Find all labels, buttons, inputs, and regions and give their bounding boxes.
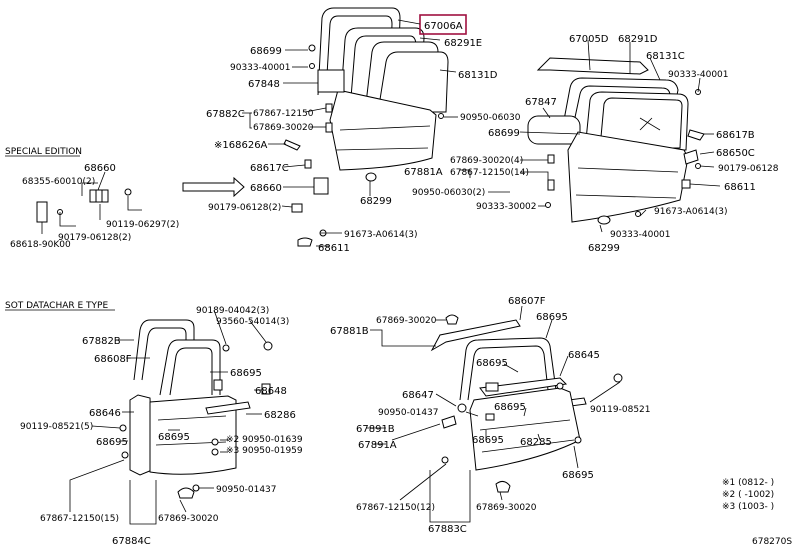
label-67006A: 67006A xyxy=(424,21,463,32)
label-90333-40001-b: 90333-40001 xyxy=(668,70,729,80)
label-68695-h: 68695 xyxy=(562,470,594,481)
label-67881A: 67881A xyxy=(404,167,443,178)
label-67869-30020-e: 67869-30020 xyxy=(476,503,537,513)
label-68611: 68611 xyxy=(318,243,350,254)
label-67867-12150: 67867-12150 xyxy=(253,109,314,119)
label-67882C: 67882C xyxy=(206,109,245,120)
label-91673-A0614-3: 91673-A0614(3) xyxy=(344,230,418,240)
label-90179-06128-2: 90179-06128(2) xyxy=(208,203,281,213)
label-68608F: 68608F xyxy=(94,354,132,365)
label-68648: 68648 xyxy=(255,386,287,397)
label-68650C: 68650C xyxy=(716,148,755,159)
label-90950-01959: ※3 90950-01959 xyxy=(226,446,303,456)
label-67847: 67847 xyxy=(525,97,557,108)
label-90333-30002: 90333-30002 xyxy=(476,202,537,212)
label-67867-12150-14: 67867-12150(14) xyxy=(450,168,529,178)
label-68291E: 68291E xyxy=(444,38,482,49)
label-68699-b: 68699 xyxy=(488,128,520,139)
label-68607F: 68607F xyxy=(508,296,546,307)
label-90950-01639: ※2 90950-01639 xyxy=(226,435,303,445)
label-90333-40001-c: 90333-40001 xyxy=(610,230,671,240)
label-67891B: 67891B xyxy=(356,424,395,435)
label-68660: 68660 xyxy=(250,183,282,194)
label-90950-01437-b: 90950-01437 xyxy=(378,408,439,418)
label-special-edition: SPECIAL EDITION xyxy=(5,147,82,157)
label-67005D: 67005D xyxy=(569,34,609,45)
leader-lines-bottom-left xyxy=(69,309,267,525)
label-67848: 67848 xyxy=(248,79,280,90)
label-90119-08521-5: 90119-08521(5) xyxy=(20,422,93,432)
label-90119-08521: 90119-08521 xyxy=(590,405,651,415)
label-90179-06128-2-b: 90179-06128(2) xyxy=(58,233,131,243)
label-67891A: 67891A xyxy=(358,440,397,451)
special-edition-detail xyxy=(5,155,142,234)
label-68645: 68645 xyxy=(568,350,600,361)
label-68695: 68695 xyxy=(230,368,262,379)
label-67867-12150-12: 67867-12150(12) xyxy=(356,503,435,513)
label-68286: 68286 xyxy=(264,410,296,421)
label-90179-06128: 90179-06128 xyxy=(718,164,779,174)
label-68355-60010-2: 68355-60010(2) xyxy=(22,177,95,187)
leader-lines-center xyxy=(242,19,458,247)
arrow xyxy=(182,176,245,198)
label-68695-c: 68695 xyxy=(96,437,128,448)
label-90950-06030: 90950-06030 xyxy=(460,113,521,123)
label-68617B: 68617B xyxy=(716,130,755,141)
label-90189-04042-3: 90189-04042(3) xyxy=(196,306,269,316)
label-68695-d: 68695 xyxy=(536,312,568,323)
label-168626A: ※168626A xyxy=(214,140,268,151)
label-68618-90K00: 68618-90K00 xyxy=(10,240,71,250)
label-68131C: 68131C xyxy=(646,51,685,62)
label-90950-06030-2: 90950-06030(2) xyxy=(412,188,485,198)
label-67869-30020-d: 67869-30020 xyxy=(376,316,437,326)
note-2: ※2 ( -1002) xyxy=(722,490,774,500)
label-67869-30020-4: 67869-30020(4) xyxy=(450,156,523,166)
dutch-door-left-assembly xyxy=(5,309,273,499)
label-sot-datachar-type: SOT DATACHAR E TYPE xyxy=(5,301,108,311)
label-67869-30020-c: 67869-30020 xyxy=(158,514,219,524)
label-68291D: 68291D xyxy=(618,34,658,45)
label-68660-b: 68660 xyxy=(84,163,116,174)
label-68695-b: 68695 xyxy=(158,432,190,443)
label-67867-12150-15: 67867-12150(15) xyxy=(40,514,119,524)
label-68647: 68647 xyxy=(402,390,434,401)
leader-lines-bottom-right xyxy=(366,305,621,523)
label-68646: 68646 xyxy=(89,408,121,419)
highlight-box xyxy=(419,14,467,35)
label-67884C: 67884C xyxy=(112,536,151,547)
label-67881B: 67881B xyxy=(330,326,369,337)
label-68695-e: 68695 xyxy=(476,358,508,369)
figure-number: 678270S xyxy=(752,537,792,547)
label-90119-06297-2: 90119-06297(2) xyxy=(106,220,179,230)
label-90950-01437: 90950-01437 xyxy=(216,485,277,495)
label-67883C: 67883C xyxy=(428,524,467,535)
label-91673-A0614-3-b: 91673-A0614(3) xyxy=(654,207,728,217)
label-68299: 68299 xyxy=(360,196,392,207)
front-door-assembly xyxy=(283,7,449,247)
label-68699: 68699 xyxy=(250,46,282,57)
note-3: ※3 (1003- ) xyxy=(722,502,774,512)
label-68695-f: 68695 xyxy=(494,402,526,413)
leader-lines-right xyxy=(460,39,721,233)
label-68611-b: 68611 xyxy=(724,182,756,193)
label-68285: 68285 xyxy=(520,437,552,448)
rear-door-assembly xyxy=(527,57,705,225)
label-68617C: 68617C xyxy=(250,163,289,174)
note-1: ※1 (0812- ) xyxy=(722,478,774,488)
label-93560-54014-3: 93560-54014(3) xyxy=(216,317,289,327)
label-68299-b: 68299 xyxy=(588,243,620,254)
label-68695-g: 68695 xyxy=(472,435,504,446)
label-67882B: 67882B xyxy=(82,336,121,347)
label-68131D: 68131D xyxy=(458,70,498,81)
label-67869-30020: 67869-30020 xyxy=(253,123,314,133)
label-90333-40001: 90333-40001 xyxy=(230,63,291,73)
dutch-door-right-assembly xyxy=(430,314,623,493)
